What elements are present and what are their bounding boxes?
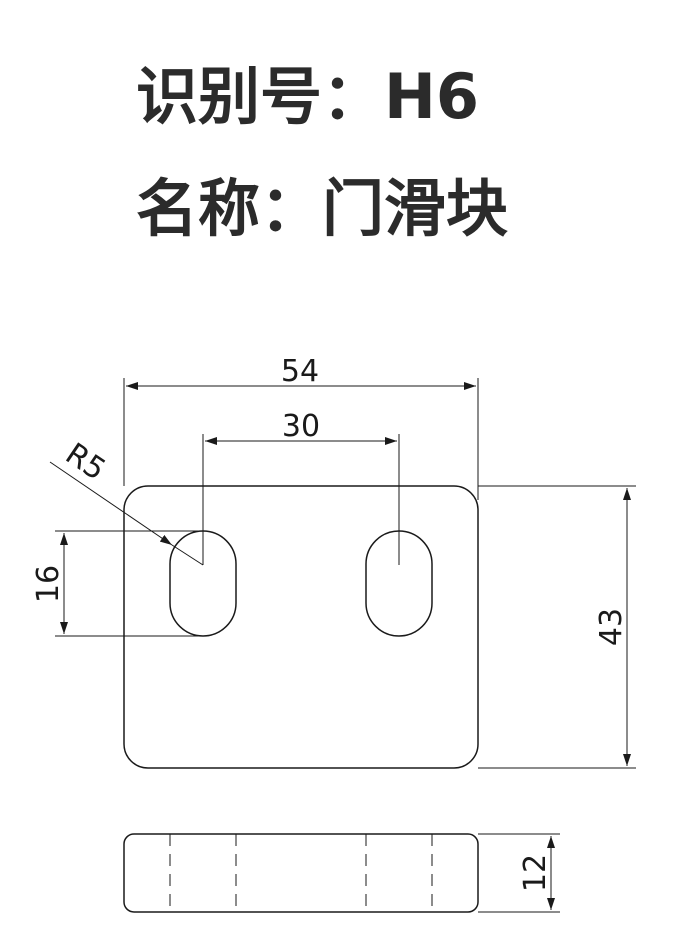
plate-outline — [123, 485, 479, 769]
dimension-label-43: 43 — [594, 608, 629, 646]
identifier-label: 识别号： — [136, 60, 385, 133]
part-name-value: 门滑块 — [322, 172, 509, 245]
dimension-label-12: 12 — [518, 854, 553, 892]
radius-label: R5 — [59, 436, 112, 487]
part-name-label: 名称： — [136, 172, 323, 245]
radius-center-line — [171, 544, 204, 566]
dimension-label-54: 54 — [281, 354, 319, 389]
side-view-outline — [123, 833, 479, 913]
radius-leader-line — [49, 461, 173, 546]
part-name-line: 名称：门滑块 — [136, 178, 689, 240]
dimension-label-16: 16 — [31, 565, 66, 603]
identifier-line: 识别号：H6 — [136, 66, 689, 128]
identifier-value: H6 — [384, 60, 480, 133]
dimension-label-30: 30 — [282, 409, 320, 444]
